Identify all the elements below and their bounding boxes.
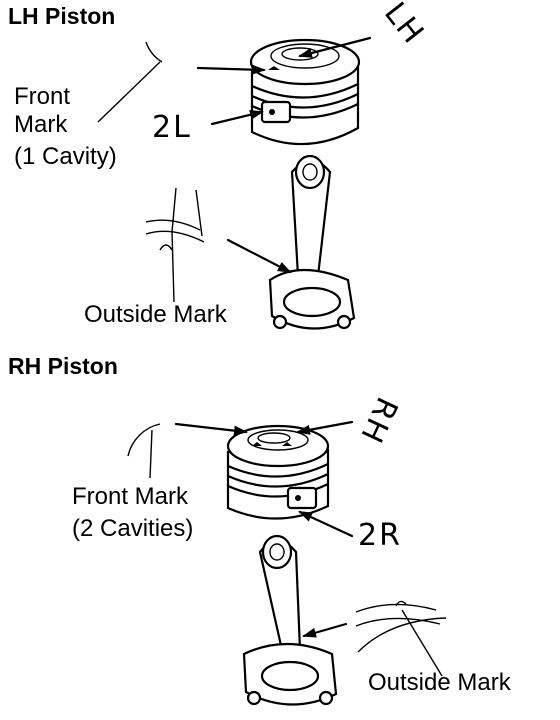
rh-piston-title: RH Piston [8, 353, 118, 379]
side-mark-2r: 2R [358, 518, 402, 553]
front-mark-arrow-lh [196, 64, 266, 75]
lh-piston [249, 38, 361, 146]
outside-mark-label-rh: Outside Mark [368, 669, 511, 696]
side-mark-2l: 2L [152, 110, 192, 145]
outside-mark-leader-lh [171, 231, 175, 303]
front-mark-arrow-rh-2 [296, 420, 354, 435]
rod-detail-lh [145, 187, 205, 251]
front-mark-label-lh-line2: Mark [14, 111, 68, 138]
outside-mark-arrow-lh [226, 238, 292, 274]
rod-detail-rh [355, 600, 447, 653]
lh-piston-title: LH Piston [8, 3, 116, 29]
front-mark-leader-lh [97, 61, 161, 123]
top-mark-arrow-lh [298, 36, 372, 58]
rh-connecting-rod [242, 534, 338, 706]
side-mark-arrow-rh [298, 510, 354, 538]
front-mark-detail-rh [127, 423, 161, 457]
front-mark-label-rh-line1: Front Mark [72, 483, 189, 510]
lh-connecting-rod [268, 154, 356, 330]
outside-mark-leader-rh [401, 609, 443, 677]
front-mark-label-lh-line3: (1 Cavity) [14, 143, 117, 170]
side-mark-arrow-lh [210, 109, 264, 126]
front-mark-leader-rh [149, 429, 153, 479]
front-mark-label-rh-line2: (2 Cavities) [72, 515, 194, 542]
rh-piston [226, 424, 330, 520]
front-mark-label-lh-line1: Front [14, 83, 71, 110]
front-mark-arrow-rh-1 [174, 422, 248, 436]
front-mark-detail-lh [145, 41, 163, 63]
outside-mark-label-lh: Outside Mark [84, 301, 227, 328]
outside-mark-arrow-rh [302, 622, 348, 638]
